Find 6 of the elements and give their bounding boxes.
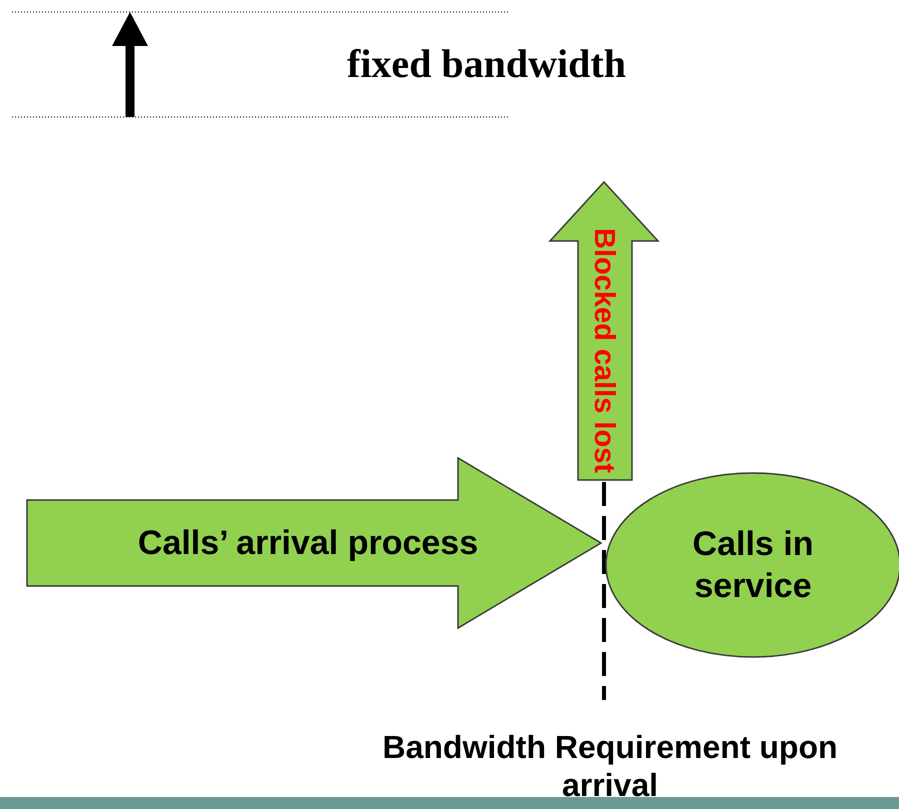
node-label: Calls’ arrival process xyxy=(138,522,478,564)
node-label: Blocked calls lost xyxy=(587,228,622,472)
dimension-label: fixed bandwidth xyxy=(347,40,627,88)
axis-label: Bandwidth Requirement upon arrival xyxy=(381,728,839,805)
up-block-arrow xyxy=(549,181,659,481)
node-label: Calls in service xyxy=(692,524,814,607)
